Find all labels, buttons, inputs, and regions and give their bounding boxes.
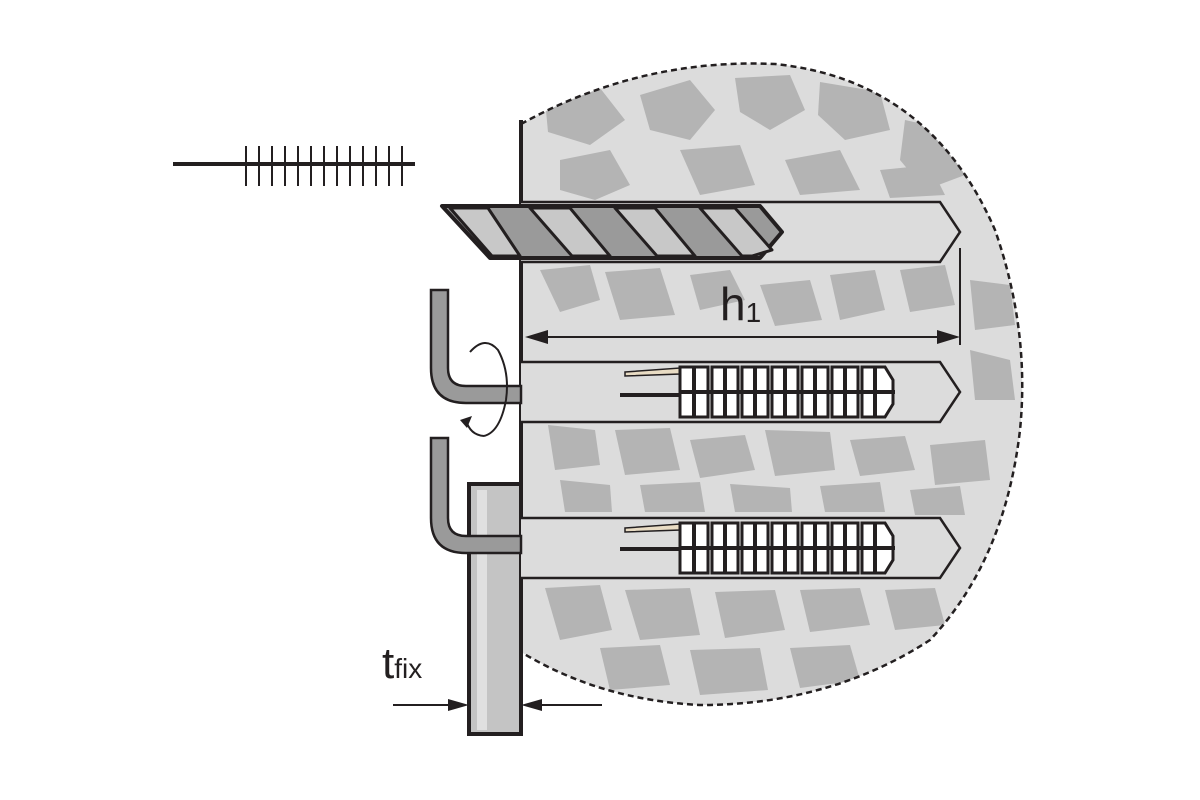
concrete-boundary <box>520 62 1024 707</box>
fixture-plate <box>467 482 523 736</box>
rotation-arrow-icon <box>460 342 508 437</box>
wall-plug-middle <box>620 365 895 419</box>
hook-middle <box>429 288 523 405</box>
cleaning-brush-icon <box>173 146 415 186</box>
drill-depth-label: h1 <box>720 278 761 330</box>
wall-plug-bottom <box>620 521 895 575</box>
fixture-thickness-label: tfix <box>382 639 422 688</box>
drill-bit <box>440 204 784 260</box>
drill-depth-dimension <box>525 248 961 345</box>
fixture-thickness-dimension <box>393 699 602 711</box>
aggregate-stones <box>540 75 1015 695</box>
hook-bottom <box>429 436 523 555</box>
